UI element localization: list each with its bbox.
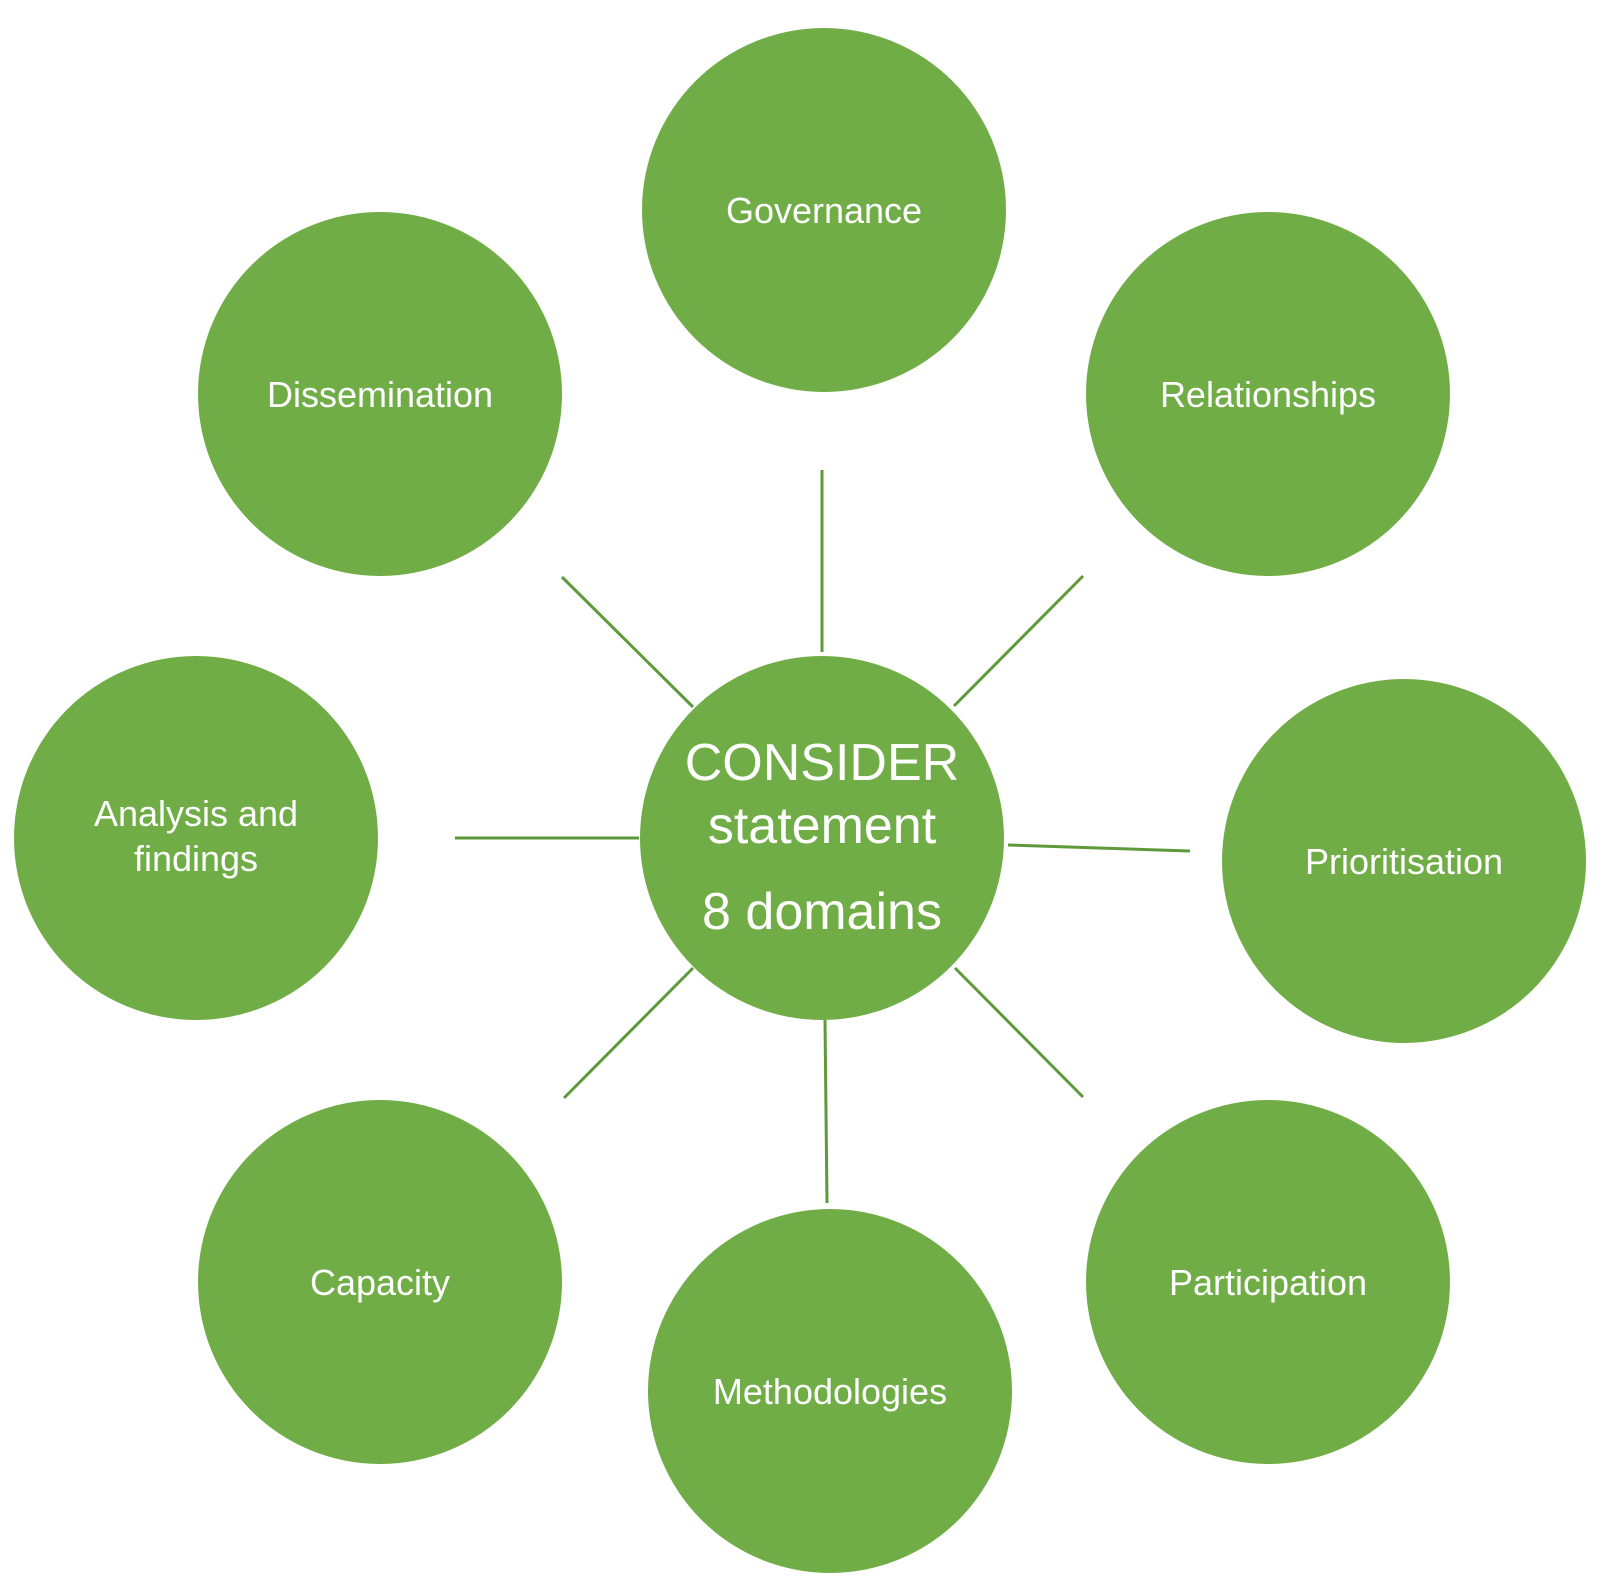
domain-node-methodologies: Methodologies xyxy=(648,1209,1012,1573)
connector-prioritisation xyxy=(1007,843,1191,853)
center-node: CONSIDER statement 8 domains xyxy=(640,656,1004,1020)
connector-relationships xyxy=(952,574,1085,708)
domain-label-analysis-and-findings: Analysis and findings xyxy=(93,793,299,879)
domain-label-prioritisation: Prioritisation xyxy=(1304,840,1504,882)
domain-node-governance: Governance xyxy=(642,28,1006,392)
connector-capacity xyxy=(562,966,695,1100)
connector-dissemination xyxy=(560,575,695,709)
domain-node-analysis-and-findings: Analysis and findings xyxy=(14,656,378,1020)
domain-label-governance: Governance xyxy=(725,189,923,231)
domain-label-methodologies: Methodologies xyxy=(712,1370,948,1412)
domain-node-prioritisation: Prioritisation xyxy=(1222,679,1586,1043)
domain-label-participation: Participation xyxy=(1168,1261,1368,1303)
domain-label-relationships: Relationships xyxy=(1159,373,1377,415)
domain-node-dissemination: Dissemination xyxy=(198,212,562,576)
center-subtitle: 8 domains xyxy=(702,882,942,941)
connector-participation xyxy=(953,966,1085,1099)
domain-label-dissemination: Dissemination xyxy=(266,373,494,415)
connector-methodologies xyxy=(823,1019,829,1204)
domain-node-capacity: Capacity xyxy=(198,1100,562,1464)
domain-node-relationships: Relationships xyxy=(1086,212,1450,576)
domain-node-participation: Participation xyxy=(1086,1100,1450,1464)
domain-label-capacity: Capacity xyxy=(309,1261,451,1303)
center-title: CONSIDER statement xyxy=(684,733,960,856)
